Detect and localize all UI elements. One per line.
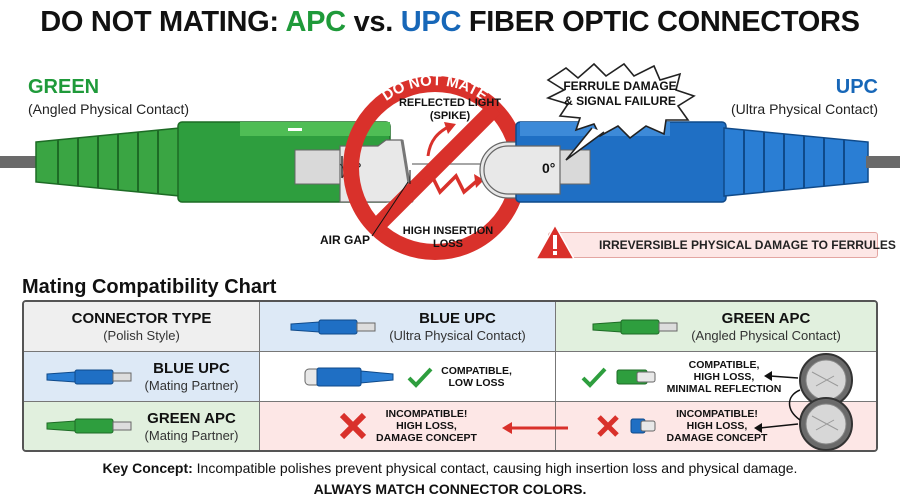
blue-label-title: UPC [835, 76, 878, 98]
header-blue-sub: (Ultra Physical Contact) [389, 328, 526, 343]
title-suffix: FIBER OPTIC CONNECTORS [468, 6, 860, 38]
pointer-arrowhead-top-icon [764, 371, 772, 381]
pointer-curve [788, 389, 801, 421]
left-arrowhead-icon [502, 422, 512, 434]
warning-triangle-icon [534, 223, 576, 260]
header-type-sub: (Polish Style) [103, 328, 180, 343]
green-connector-icon [592, 319, 678, 334]
blue-connector-icon [46, 369, 132, 384]
green-label-subtitle: (Angled Physical Contact) [28, 101, 190, 117]
blue-upc-label: UPC (Ultra Physical Contact) [731, 76, 878, 117]
check-icon [407, 367, 433, 388]
green-blue-status-line1: INCOMPATIBLE! [385, 408, 468, 420]
check-icon [581, 367, 607, 388]
title-vs: vs. [353, 6, 394, 38]
header-green-label: GREEN APC [721, 310, 811, 327]
blue-green-status-line1: COMPATIBLE, [688, 358, 760, 371]
header-green-sub: (Angled Physical Contact) [691, 328, 841, 343]
blue-connector-small-icon [630, 418, 656, 434]
x-cross-icon [339, 412, 367, 440]
row-blue-label: BLUE UPC [153, 360, 230, 377]
green-apc-label: GREEN (Angled Physical Contact) [28, 76, 189, 117]
ferrule-damage-callout [545, 62, 696, 161]
blue-blue-status-line1: COMPATIBLE, [441, 364, 512, 377]
green-label-title: GREEN [28, 76, 100, 98]
damage-warning-text: IRREVERSIBLE PHYSICAL DAMAGE TO FERRULES [599, 238, 896, 252]
row-green-apc-header: GREEN APC (Mating Partner) [24, 402, 260, 450]
green-green-status-line3: DAMAGE CONCEPT [666, 432, 768, 444]
title-apc: APC [285, 6, 346, 38]
chart-title: Mating Compatibility Chart [22, 276, 277, 298]
always-match-note: ALWAYS MATCH CONNECTOR COLORS. [313, 481, 587, 497]
green-connector-small-icon [616, 369, 656, 384]
reflected-arrowhead-icon [444, 122, 456, 134]
key-concept: Key Concept: Incompatible polishes preve… [0, 460, 900, 476]
header-green-apc: GREEN APC (Angled Physical Contact) [556, 302, 876, 352]
green-boot [35, 127, 181, 197]
ferrule-endface-bottom-icon [799, 397, 853, 451]
green-blue-status-line3: DAMAGE CONCEPT [376, 432, 477, 444]
green-green-status-line1: INCOMPATIBLE! [676, 408, 758, 420]
blue-boot [723, 127, 869, 197]
pointer-arrow-bottom [759, 423, 799, 429]
header-connector-type: CONNECTOR TYPE (Polish Style) [24, 302, 260, 352]
blue-mated-pair-icon [304, 367, 394, 386]
page-title: DO NOT MATING: APC vs. UPC FIBER OPTIC C… [0, 6, 900, 39]
pointer-arrow-top [769, 375, 799, 379]
reflected-light-line2: (SPIKE) [430, 110, 471, 122]
signal-loss-icon [411, 173, 480, 195]
row-blue-sub: (Mating Partner) [144, 378, 239, 393]
blue-label-subtitle: (Ultra Physical Contact) [730, 101, 878, 117]
key-concept-label: Key Concept: [102, 460, 193, 476]
ferrule-damage-line1: FERRULE DAMAGE [563, 79, 676, 93]
x-cross-icon [596, 415, 619, 437]
high-insertion-line2: LOSS [433, 238, 463, 250]
pointer-arrowhead-bottom-icon [754, 423, 762, 433]
row-green-label: GREEN APC [147, 409, 236, 427]
green-blue-status-line2: HIGH LOSS, [396, 420, 457, 432]
damage-warning-banner: IRREVERSIBLE PHYSICAL DAMAGE TO FERRULES [548, 232, 896, 258]
air-gap-leader [371, 181, 409, 237]
header-type-label: CONNECTOR TYPE [71, 310, 212, 327]
ferrule-damage-line2: & SIGNAL FAILURE [564, 94, 676, 108]
blue-cable [866, 156, 900, 168]
connector-diagram: 8° DO NOT MATE REFLECTED LIGHT (SPIKE) H… [0, 62, 900, 260]
title-prefix: DO NOT MATING: [40, 6, 279, 38]
row-green-sub: (Mating Partner) [144, 427, 239, 443]
compatibility-table: CONNECTOR TYPE (Polish Style) BLUE UPC (… [22, 300, 878, 452]
high-insertion-line1: HIGH INSERTION [403, 225, 494, 237]
cell-blue-blue: COMPATIBLE, LOW LOSS [260, 352, 556, 402]
key-concept-text: Incompatible polishes prevent physical c… [196, 460, 798, 476]
reflected-light-line1: REFLECTED LIGHT [399, 97, 501, 109]
header-blue-upc: BLUE UPC (Ultra Physical Contact) [260, 302, 556, 352]
blue-green-status-line3: MINIMAL REFLECTION [666, 382, 782, 395]
green-green-status-line2: HIGH LOSS, [686, 420, 748, 432]
green-cable [0, 156, 40, 168]
air-gap-label: AIR GAP [320, 233, 370, 247]
title-upc: UPC [400, 6, 462, 38]
header-blue-label: BLUE UPC [419, 310, 496, 327]
row-blue-upc-header: BLUE UPC (Mating Partner) [24, 352, 260, 402]
blue-angle-display: 0° [542, 160, 555, 176]
signal-loss-arrowhead-icon [474, 174, 484, 188]
blue-green-status-line2: HIGH LOSS, [693, 370, 755, 383]
blue-connector-icon [290, 319, 376, 334]
blue-blue-status-line2: LOW LOSS [448, 376, 505, 389]
green-connector-icon [46, 418, 132, 434]
